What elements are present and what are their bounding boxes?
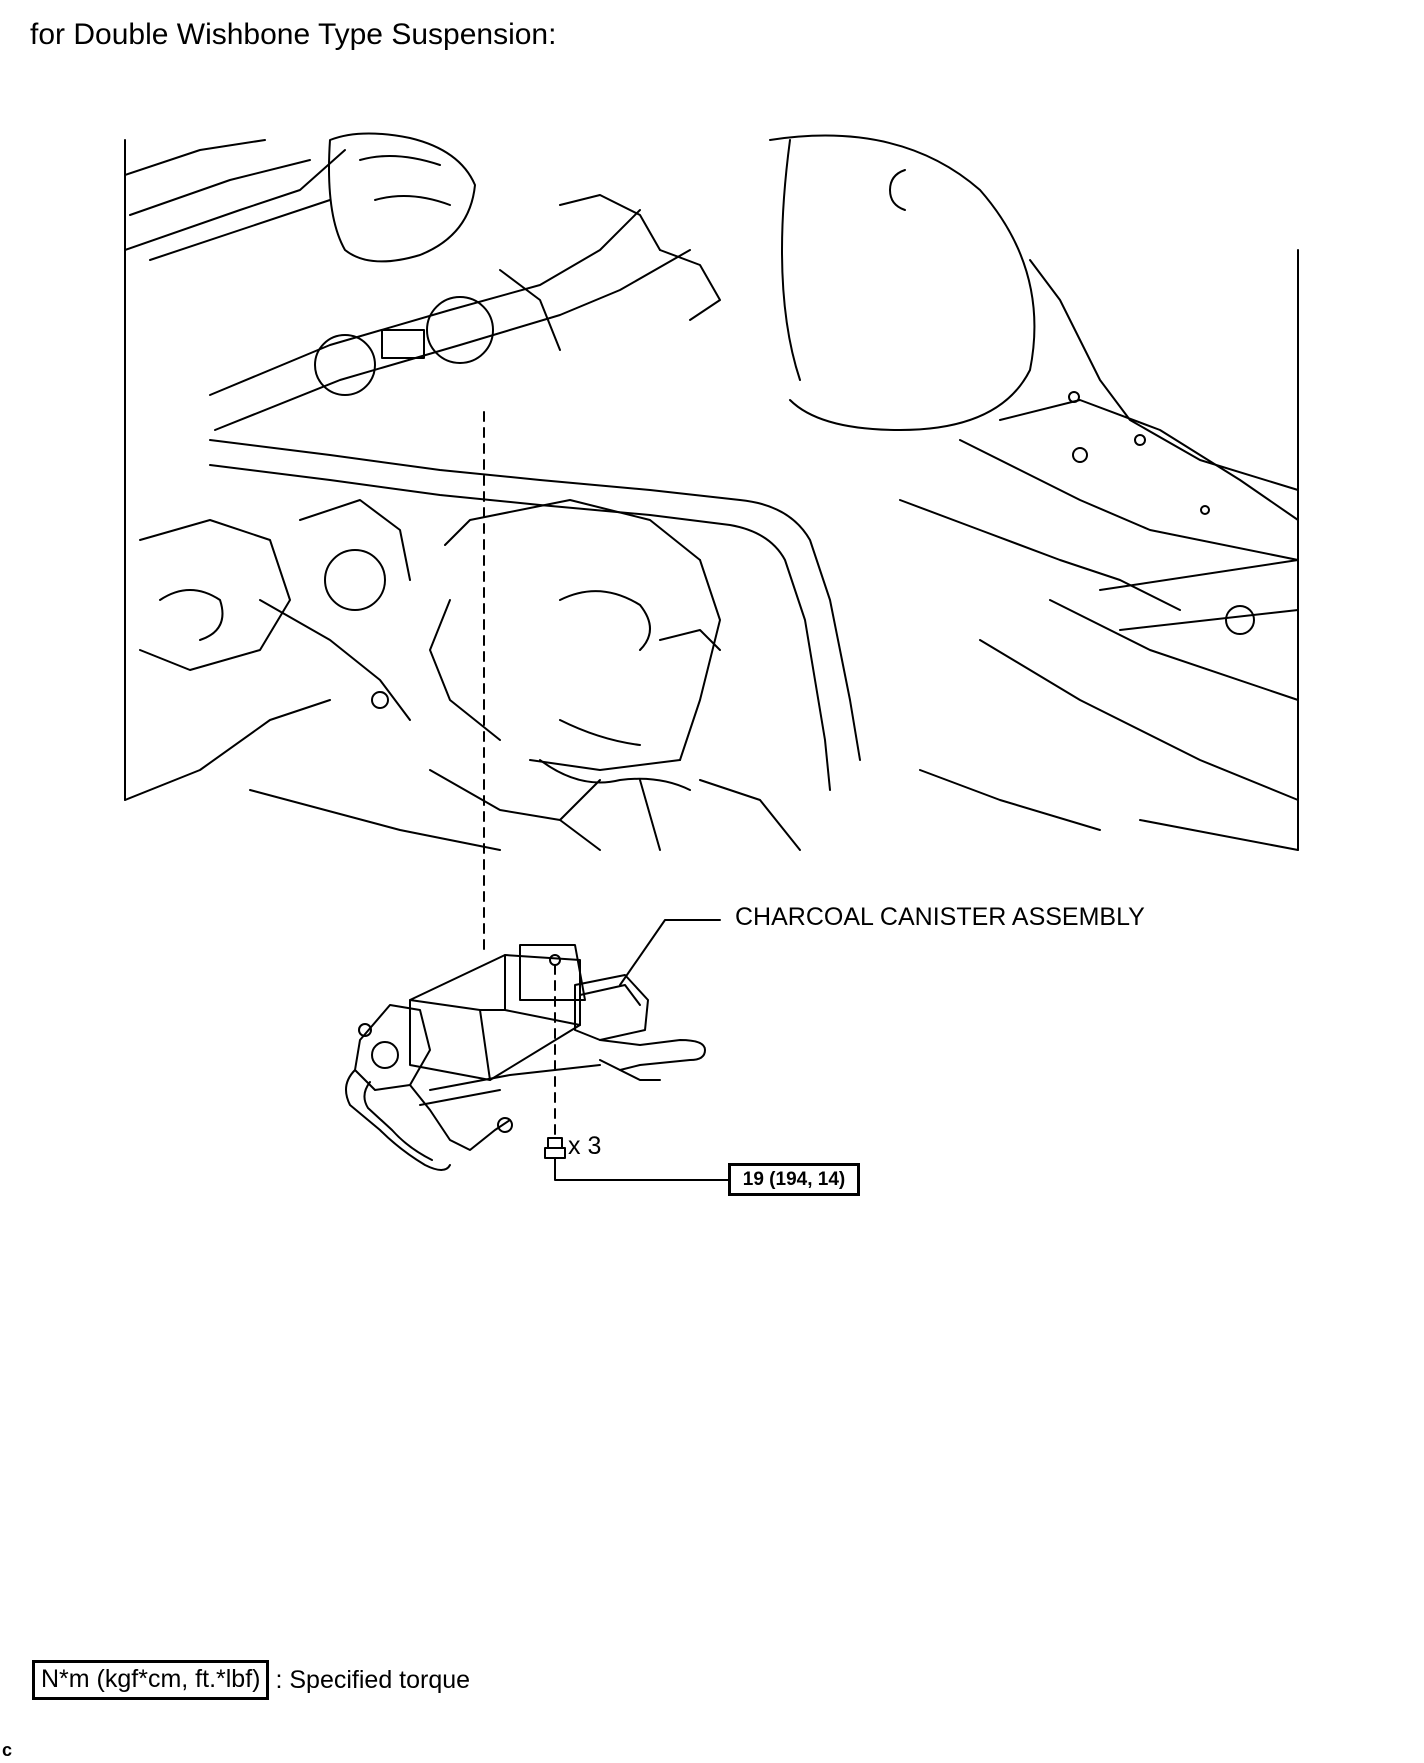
bolt-icon	[544, 1137, 566, 1173]
canister-label: CHARCOAL CANISTER ASSEMBLY	[735, 903, 1145, 931]
canister-leader-line	[619, 919, 721, 986]
torque-legend: N*m (kgf*cm, ft.*lbf) : Specified torque	[32, 1660, 470, 1700]
torque-value-box: 19 (194, 14)	[728, 1163, 860, 1196]
legend-description: : Specified torque	[275, 1665, 471, 1694]
charcoal-canister-drawing	[345, 944, 706, 1171]
legend-unit-box: N*m (kgf*cm, ft.*lbf)	[32, 1660, 270, 1700]
page-title: for Double Wishbone Type Suspension:	[30, 18, 557, 51]
vehicle-underbody-illustration	[124, 132, 1299, 851]
torque-leader-line	[554, 1171, 729, 1181]
figure-code: c	[2, 1740, 13, 1760]
bolt-quantity: x 3	[568, 1132, 602, 1160]
